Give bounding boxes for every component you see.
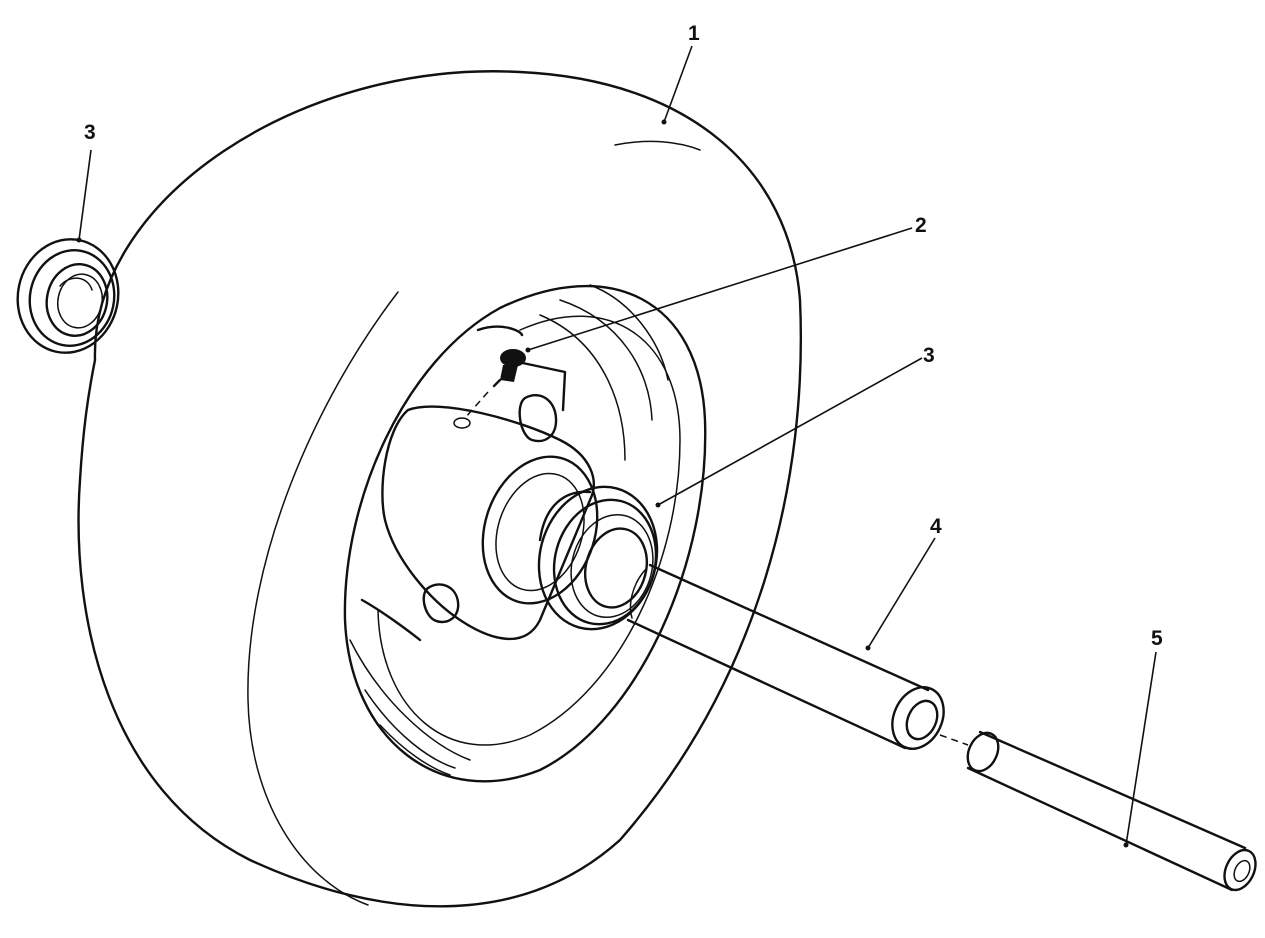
callout-3-label-right: 3 bbox=[923, 344, 935, 367]
callout-1-label: 1 bbox=[688, 22, 700, 45]
bearing-inner bbox=[537, 485, 659, 631]
tire bbox=[77, 70, 803, 908]
bearing-outer bbox=[16, 238, 120, 354]
grease-fitting bbox=[464, 349, 526, 419]
axle-spacer bbox=[626, 563, 969, 750]
callout-3-label-left: 3 bbox=[84, 121, 96, 144]
bearing-spacer bbox=[966, 730, 1257, 892]
leader-lines bbox=[76, 45, 1157, 848]
callout-4-label: 4 bbox=[930, 515, 942, 538]
callout-2-label: 2 bbox=[915, 214, 927, 237]
callout-5-label: 5 bbox=[1151, 627, 1163, 650]
wheel-hub bbox=[360, 325, 599, 642]
